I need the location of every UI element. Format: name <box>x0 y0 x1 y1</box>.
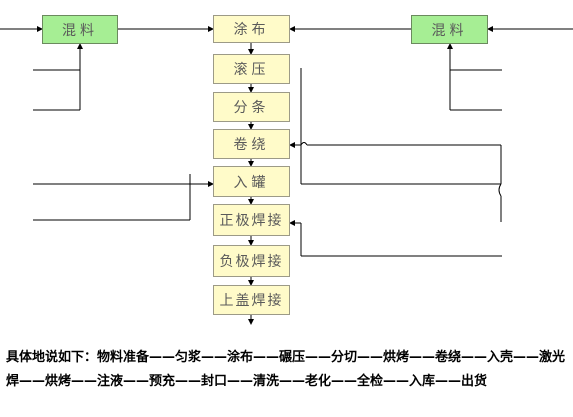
step-rolling: 滚压 <box>213 54 290 84</box>
step-can-insertion: 入罐 <box>213 166 290 197</box>
step-label: 滚压 <box>233 62 270 78</box>
step-cap-weld: 上盖焊接 <box>213 285 290 315</box>
process-description: 具体地说如下：物料准备——匀浆——涂布——碾压——分切——烘烤——卷绕——入壳—… <box>6 350 566 389</box>
step-slitting: 分条 <box>213 92 290 122</box>
connector-lines <box>0 26 573 325</box>
step-label: 负极焊接 <box>219 254 284 270</box>
step-label: 上盖焊接 <box>219 293 284 309</box>
step-negative-weld: 负极焊接 <box>213 245 290 277</box>
right-mixer-label: 混料 <box>431 22 468 39</box>
right-mixer-node: 混料 <box>411 15 488 44</box>
step-label: 入罐 <box>233 174 270 191</box>
step-coating: 涂布 <box>213 15 290 43</box>
left-mixer-label: 混料 <box>62 22 98 39</box>
step-label: 卷绕 <box>233 137 270 153</box>
step-label: 涂布 <box>233 22 270 38</box>
step-label: 正极焊接 <box>219 213 284 229</box>
left-mixer-node: 混料 <box>42 15 118 44</box>
step-positive-weld: 正极焊接 <box>213 204 290 236</box>
step-label: 分条 <box>233 100 270 116</box>
step-winding: 卷绕 <box>213 129 290 159</box>
process-flow-diagram: 混料 混料 涂布 滚压 分条 卷绕 入罐 正极焊接 负极焊接 上盖焊接 <box>0 15 573 325</box>
